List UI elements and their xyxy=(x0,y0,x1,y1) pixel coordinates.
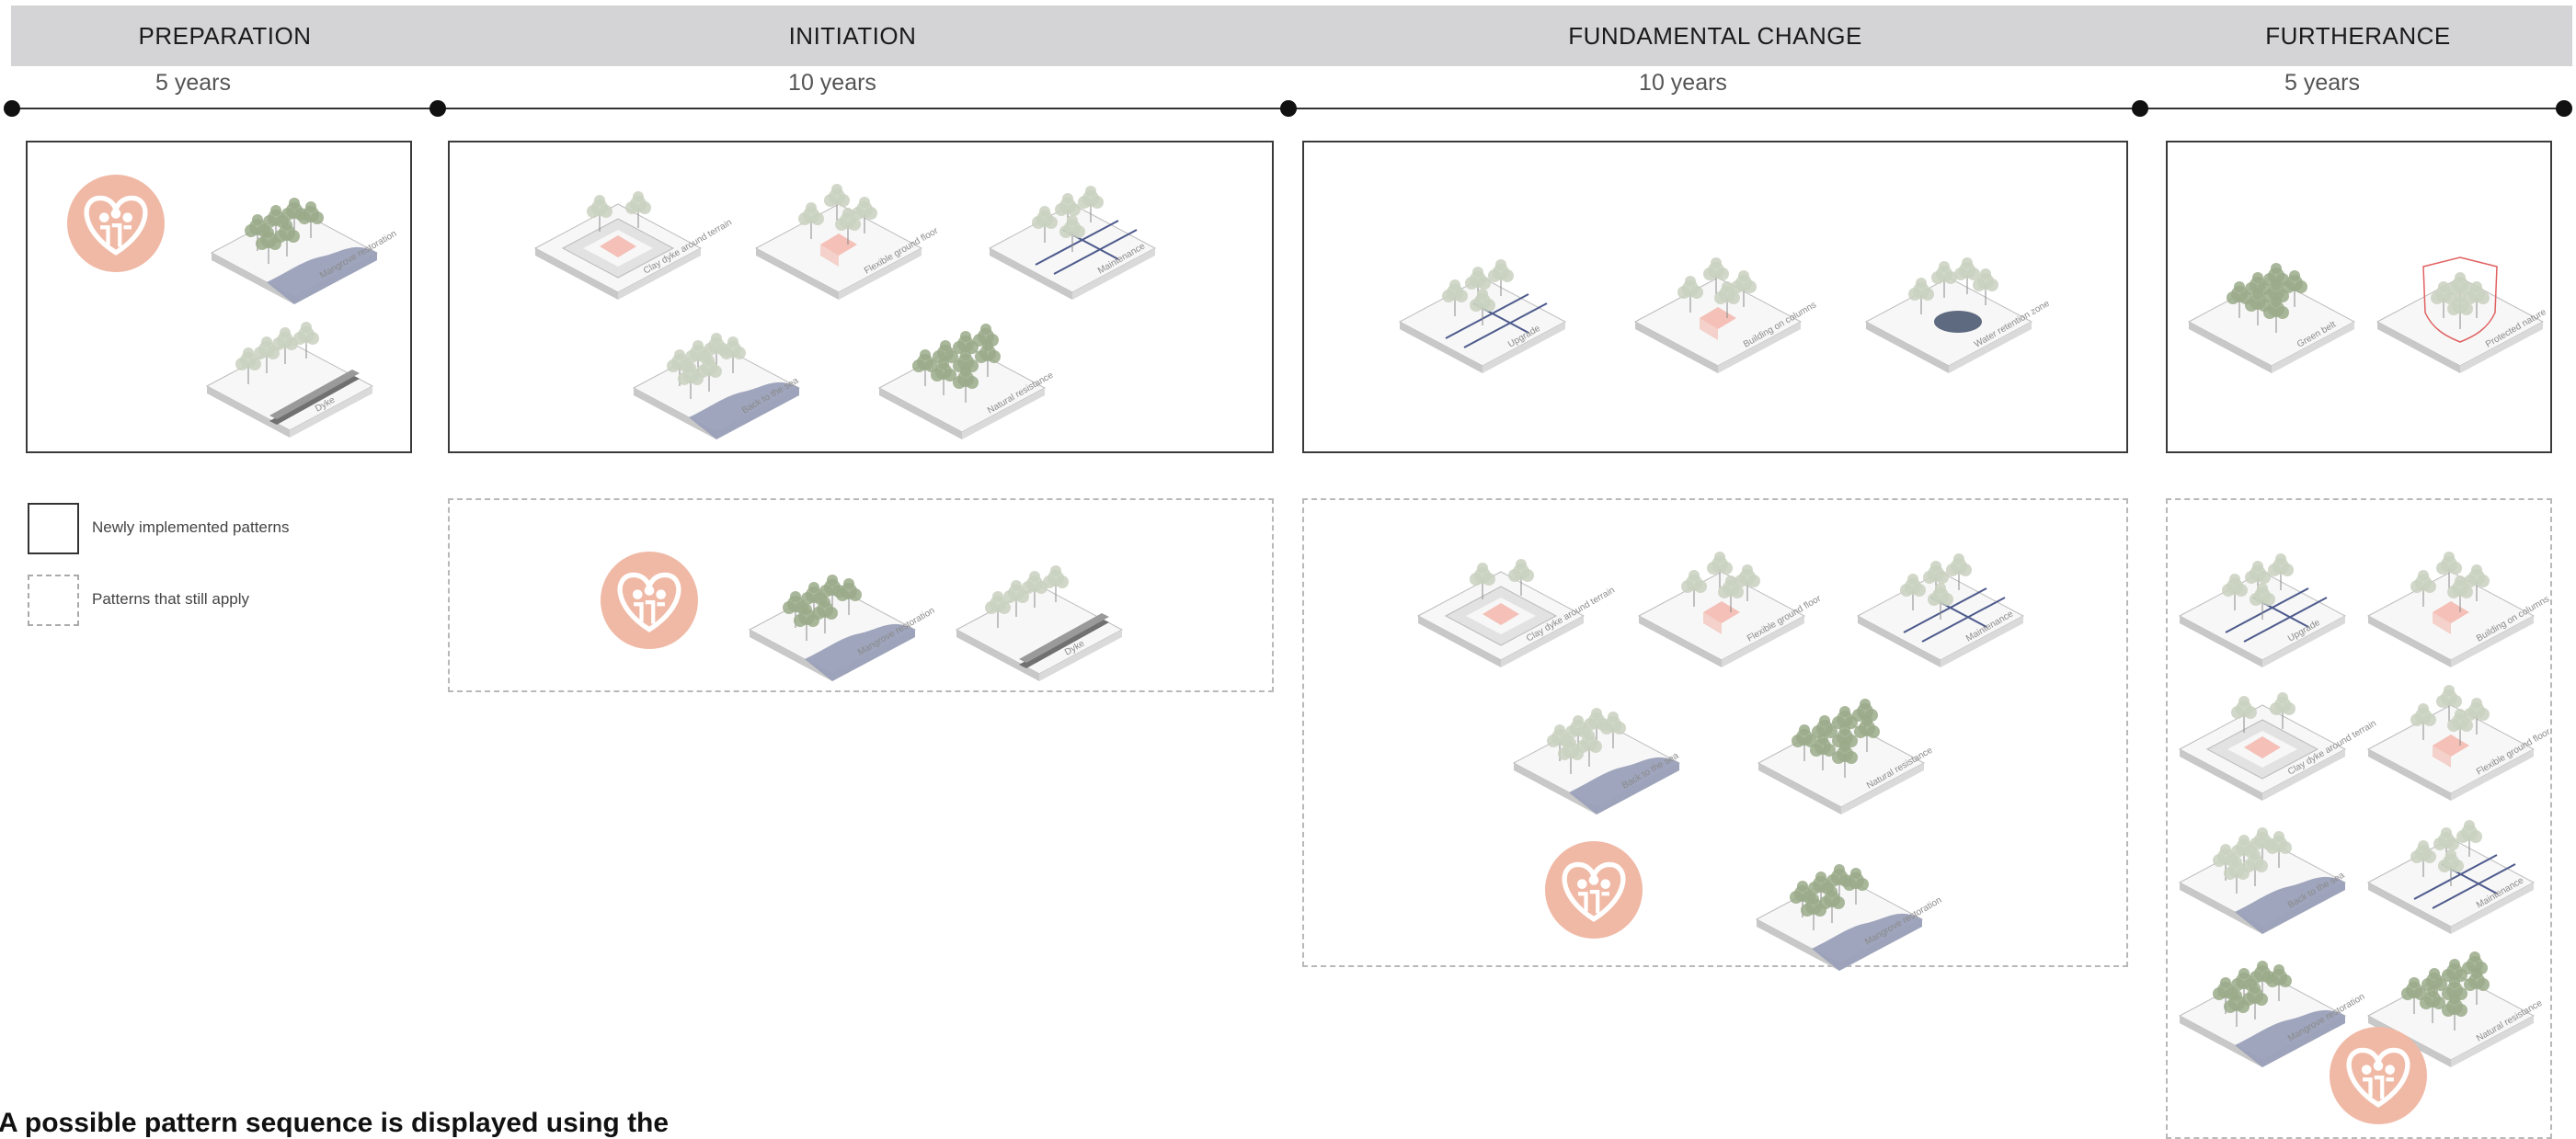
pattern-tile-natural: Natural resistance xyxy=(1757,699,1935,814)
community-heart-icon xyxy=(601,552,698,649)
pattern-tile-clay-tiles: Clay dyke around terrain xyxy=(1416,559,1617,667)
fundamental-new-patterns-box xyxy=(1302,141,2128,453)
initiation-new-patterns-box xyxy=(448,141,1274,453)
duration-fundamental-change: 10 years xyxy=(1639,70,1727,96)
furtherance-still-apply-box xyxy=(2166,498,2552,1139)
community-heart-icon xyxy=(2330,1027,2427,1124)
fundamental-still-apply-box xyxy=(1302,498,2128,967)
pattern-tile-columns: Building on columns xyxy=(1633,257,1818,373)
pattern-tile-flexible: Flexible ground floor xyxy=(1637,552,1824,667)
pattern-tile-upgrade: Upgrade xyxy=(1398,259,1567,373)
initiation-still-apply-box xyxy=(448,498,1274,692)
pattern-tile-green-belt: Green belt xyxy=(2187,263,2356,373)
figure-caption: A possible pattern sequence is displayed… xyxy=(0,1108,670,1138)
pattern-tile-retention: Water retention zone xyxy=(1864,257,2052,373)
timeline-marker xyxy=(2132,100,2148,117)
timeline-marker xyxy=(1280,100,1297,117)
pattern-tile-back-to-sea: Back to the sea xyxy=(632,333,801,439)
pattern-tile-dyke: Dyke xyxy=(955,565,1124,681)
timeline-marker xyxy=(4,100,20,117)
pattern-tile-maintenance: Maintenance xyxy=(2366,820,2536,934)
phase-title-fundamental-change: FUNDAMENTAL CHANGE xyxy=(1568,22,1862,50)
timeline-marker xyxy=(429,100,446,117)
pattern-tile-dyke: Dyke xyxy=(205,322,374,438)
legend-still-label: Patterns that still apply xyxy=(92,590,250,608)
pattern-tile-natural: Natural resistance xyxy=(877,324,1056,439)
phase-title-preparation: PREPARATION xyxy=(138,22,312,50)
pattern-tile-flexible: Flexible ground floor xyxy=(754,184,941,300)
phase-header-bar xyxy=(11,6,2572,66)
duration-furtherance: 5 years xyxy=(2284,70,2360,96)
duration-initiation: 10 years xyxy=(788,70,876,96)
furtherance-new-patterns-box xyxy=(2166,141,2552,453)
pattern-tile-protected: Protected nature xyxy=(2376,256,2548,373)
pattern-tile-back-to-sea: Back to the sea xyxy=(1512,708,1681,814)
duration-preparation: 5 years xyxy=(155,70,231,96)
legend-new-label: Newly implemented patterns xyxy=(92,518,290,536)
pattern-tile-flexible: Flexible ground floor xyxy=(2366,685,2553,801)
pattern-tile-mangrove: Mangrove restoration xyxy=(2178,961,2366,1067)
timeline-marker xyxy=(2556,100,2572,117)
pattern-tile-mangrove: Mangrove restoration xyxy=(210,198,398,304)
community-heart-icon xyxy=(67,175,165,272)
phase-title-furtherance: FURTHERANCE xyxy=(2265,22,2451,50)
pattern-tile-clay-tiles: Clay dyke around terrain xyxy=(533,191,734,300)
legend-solid-box-swatch xyxy=(28,503,79,554)
pattern-tile-mangrove: Mangrove restoration xyxy=(748,575,936,681)
pattern-tile-maintenance: Maintenance xyxy=(988,186,1157,300)
community-heart-icon xyxy=(1545,841,1643,939)
pattern-tile-columns: Building on columns xyxy=(2366,552,2551,667)
pattern-tile-mangrove: Mangrove restoration xyxy=(1755,864,1943,971)
pattern-tile-upgrade: Upgrade xyxy=(2178,553,2347,667)
phase-title-initiation: INITIATION xyxy=(788,22,917,50)
legend-dashed-box-swatch xyxy=(28,575,79,626)
pattern-tile-clay-tiles: Clay dyke around terrain xyxy=(2178,692,2378,801)
pattern-tile-back-to-sea: Back to the sea xyxy=(2178,827,2347,934)
preparation-new-patterns-box xyxy=(26,141,412,453)
pattern-tile-maintenance: Maintenance xyxy=(1856,553,2025,667)
